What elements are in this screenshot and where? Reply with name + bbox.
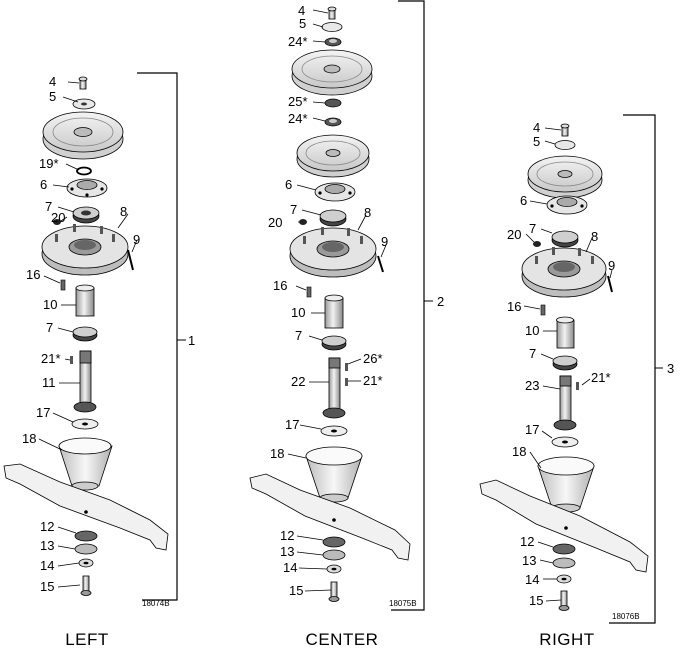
callout-label: 8: [364, 205, 371, 220]
callout-label: 5: [299, 16, 306, 31]
mower-blade-part: [249, 473, 411, 561]
assembly-bracket: [137, 72, 178, 601]
column-heading: RIGHT: [539, 630, 594, 649]
callout-label: 4: [298, 3, 305, 18]
callout-label: 21*: [363, 373, 383, 388]
spindle-housing-part: [521, 247, 607, 298]
assembly-number: 3: [667, 361, 674, 376]
callout-label: 8: [591, 229, 598, 244]
callout-label: 17: [285, 417, 299, 432]
pulley-part: [296, 134, 370, 178]
callout-label: 21*: [41, 351, 61, 366]
callout-label: 18: [22, 431, 36, 446]
figure-code: 18075B: [389, 599, 417, 608]
bolt-part: [78, 76, 88, 90]
callout-label: 16: [273, 278, 287, 293]
callout-label: 9: [608, 258, 615, 273]
callout-label: 13: [40, 538, 54, 553]
callout-label: 17: [525, 422, 539, 437]
callout-label: 9: [133, 232, 140, 247]
callout-label: 24*: [288, 34, 308, 49]
callout-label: 14: [283, 560, 297, 575]
column-heading: LEFT: [65, 630, 109, 649]
callout-label: 7: [529, 221, 536, 236]
pulley-part: [527, 155, 603, 199]
callout-label: 15: [289, 583, 303, 598]
callout-label: 14: [40, 558, 54, 573]
figure-code: 18074B: [142, 599, 170, 608]
callout-label: 15: [529, 593, 543, 608]
callout-label: 14: [525, 572, 539, 587]
callout-label: 13: [522, 553, 536, 568]
callout-label: 13: [280, 544, 294, 559]
blade-adapter-part: [58, 437, 113, 491]
callout-label: 7: [295, 328, 302, 343]
callout-label: 7: [529, 346, 536, 361]
mower-blade-part: [3, 463, 169, 551]
callout-label: 9: [381, 234, 388, 249]
callout-label: 7: [46, 320, 53, 335]
callout-label: 4: [49, 74, 56, 89]
callout-label: 11: [42, 375, 56, 390]
blade-adapter-part: [537, 456, 595, 513]
callout-label: 22: [291, 374, 305, 389]
callout-label: 12: [280, 528, 294, 543]
callout-label: 18: [512, 444, 526, 459]
assembly-number: 2: [437, 294, 444, 309]
callout-label: 12: [520, 534, 534, 549]
callout-label: 26*: [363, 351, 383, 366]
blade-adapter-part: [305, 446, 363, 503]
callout-label: 21*: [591, 370, 611, 385]
callout-label: 7: [45, 199, 52, 214]
callout-label: 25*: [288, 94, 308, 109]
pulley-part: [42, 111, 124, 160]
callout-label: 10: [525, 323, 539, 338]
callout-label: 7: [290, 202, 297, 217]
callout-label: 18: [270, 446, 284, 461]
callout-label: 5: [533, 134, 540, 149]
mower-blade-part: [479, 479, 649, 573]
callout-label: 12: [40, 519, 54, 534]
callout-label: 20: [51, 210, 65, 225]
callout-label: 4: [533, 120, 540, 135]
callout-label: 16: [26, 267, 40, 282]
callout-label: 6: [285, 177, 292, 192]
center-assembly: 4 5 24* 25* 24* 6 7 20 8 9 16 10 7 26* 2…: [249, 0, 444, 649]
callout-label: 20: [507, 227, 521, 242]
callout-label: 15: [40, 579, 54, 594]
right-assembly: 4 5 6 7 20 8 9 16 10 7 21* 23 17 18 12 1…: [479, 114, 674, 649]
assembly-number: 1: [188, 333, 195, 348]
callout-label: 8: [120, 204, 127, 219]
callout-label: 19*: [39, 156, 59, 171]
spindle-housing-part: [41, 224, 129, 276]
callout-label: 16: [507, 299, 521, 314]
callout-label: 6: [40, 177, 47, 192]
assembly-bracket: [391, 0, 425, 611]
callout-label: 10: [291, 305, 305, 320]
callout-label: 10: [43, 297, 57, 312]
bearing-flange-part: [66, 178, 108, 198]
callout-label: 20: [268, 215, 282, 230]
left-assembly: 4 5 19* 6 7 20 8 9 16 10 7 21* 11 17 18 …: [3, 72, 195, 649]
callout-label: 17: [36, 405, 50, 420]
callout-label: 24*: [288, 111, 308, 126]
callout-label: 23: [525, 378, 539, 393]
callout-label: 5: [49, 89, 56, 104]
assembly-bracket: [609, 114, 656, 624]
pulley-part: [291, 49, 373, 96]
callout-label: 6: [520, 193, 527, 208]
column-heading: CENTER: [306, 630, 379, 649]
figure-code: 18076B: [612, 612, 640, 621]
spindle-housing-part: [289, 227, 377, 278]
